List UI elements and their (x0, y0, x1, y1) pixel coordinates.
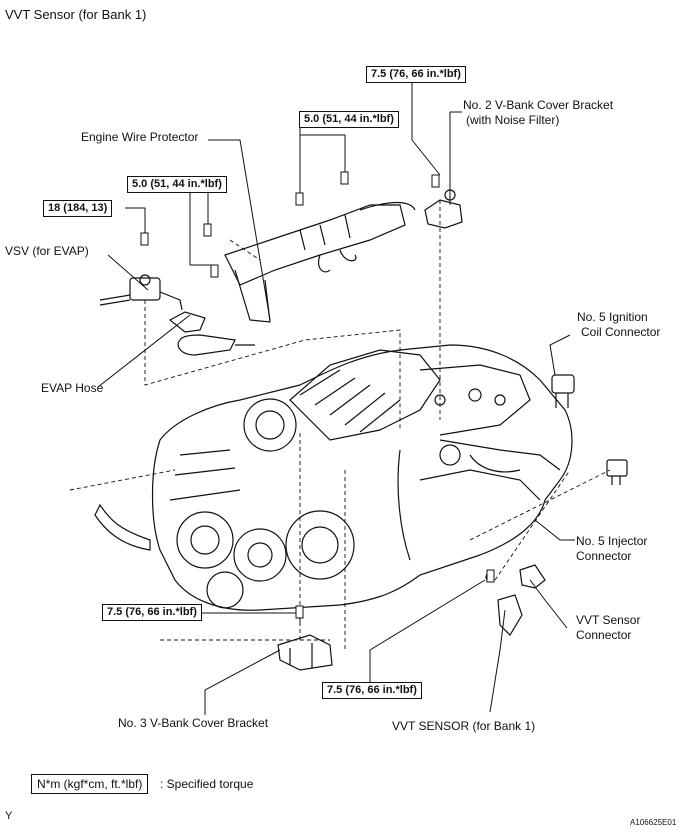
label-vvt-connector-line2: Connector (576, 628, 632, 642)
torque-label-bracket2: 7.5 (76, 66 in.*lbf) (366, 66, 466, 83)
footer-code: A106625E01 (630, 818, 677, 827)
bracket2-part (424, 189, 463, 229)
label-bracket3: No. 3 V-Bank Cover Bracket (118, 716, 269, 730)
torque-label-wire-protector-right: 5.0 (51, 44 in.*lbf) (299, 111, 399, 128)
vvt-connector-part (519, 564, 546, 589)
wire-protector-part (224, 201, 416, 323)
label-injector-line1: No. 5 Injector (576, 534, 648, 548)
vsv-part (99, 274, 206, 333)
injector-connector-part (606, 459, 628, 485)
bracket3-part (277, 634, 333, 671)
label-ignition-line2: Coil Connector (581, 325, 661, 339)
label-evap-hose: EVAP Hose (41, 381, 104, 395)
label-vsv: VSV (for EVAP) (5, 244, 89, 258)
legend-box: N*m (kgf*cm, ft.*lbf) (31, 774, 149, 794)
assembly-dashed-lines (69, 200, 611, 650)
leader-lines (97, 74, 575, 715)
label-vvt-connector-line1: VVT Sensor (576, 613, 641, 627)
label-ignition-line1: No. 5 Ignition (577, 310, 648, 324)
torque-label-vvt-sensor: 7.5 (76, 66 in.*lbf) (322, 682, 422, 699)
bolts (140, 171, 495, 619)
label-bracket2-line2: (with Noise Filter) (466, 113, 560, 127)
footer-left: Y (5, 810, 13, 822)
label-vvt-sensor: VVT SENSOR (for Bank 1) (392, 719, 536, 733)
left-hose-part (94, 503, 151, 551)
label-bracket2-line1: No. 2 V-Bank Cover Bracket (463, 98, 614, 112)
legend-text: : Specified torque (160, 777, 254, 791)
torque-label-wire-protector-left: 5.0 (51, 44 in.*lbf) (127, 176, 227, 193)
evap-hose-part (177, 334, 255, 356)
label-injector-line2: Connector (576, 549, 632, 563)
torque-label-vsv: 18 (184, 13) (43, 200, 113, 217)
engine-block (151, 344, 573, 611)
torque-label-bracket3: 7.5 (76, 66 in.*lbf) (102, 604, 202, 621)
ignition-connector-part (551, 374, 575, 408)
page-title: VVT Sensor (for Bank 1) (5, 7, 147, 22)
label-wire-protector: Engine Wire Protector (81, 130, 199, 144)
